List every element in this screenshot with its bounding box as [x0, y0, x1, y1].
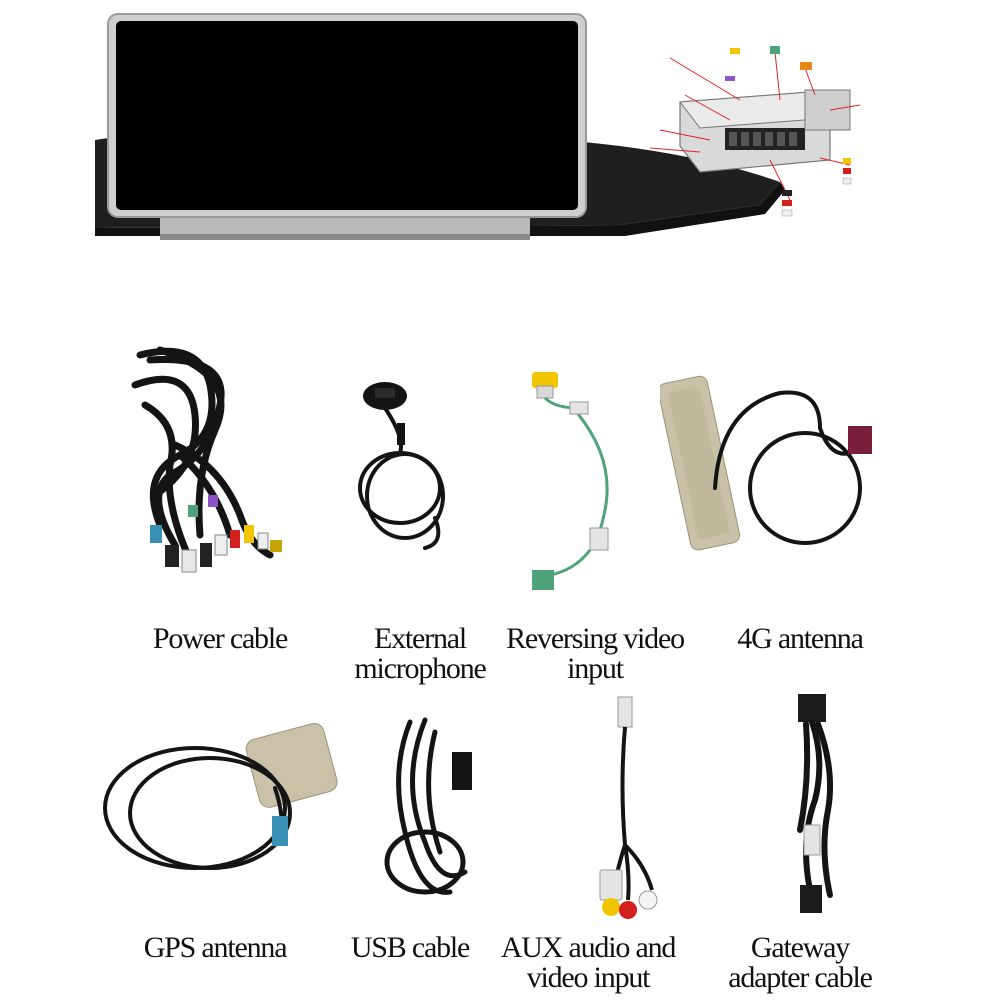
item-label-gateway-adapter-cable: Gateway adapter cable: [728, 931, 873, 994]
item-label-reversing-video-input: Reversing video input: [506, 622, 685, 685]
item-label-gps-antenna: GPS antenna: [143, 931, 288, 964]
item-label-aux-audio-video-input: AUX audio and video input: [500, 931, 677, 994]
item-label-4g-antenna: 4G antenna: [737, 622, 864, 655]
display-stand: [160, 218, 530, 238]
gateway-cable-icon: [770, 690, 860, 920]
display-screen: [116, 21, 578, 210]
aux-cable-icon: [590, 695, 670, 930]
wiring-diagram: [630, 40, 900, 230]
item-label-power-cable: Power cable: [152, 622, 288, 655]
gps-antenna-icon: [100, 718, 340, 883]
item-label-external-microphone: External microphone: [354, 622, 486, 685]
item-label-usb-cable: USB cable: [350, 931, 471, 964]
head-unit-photo: [0, 0, 1000, 270]
power-cable-icon: [120, 345, 300, 590]
4g-antenna-icon: [660, 368, 890, 568]
reversing-video-cable-icon: [520, 370, 630, 600]
microphone-icon: [345, 378, 465, 558]
usb-cable-icon: [380, 712, 490, 912]
